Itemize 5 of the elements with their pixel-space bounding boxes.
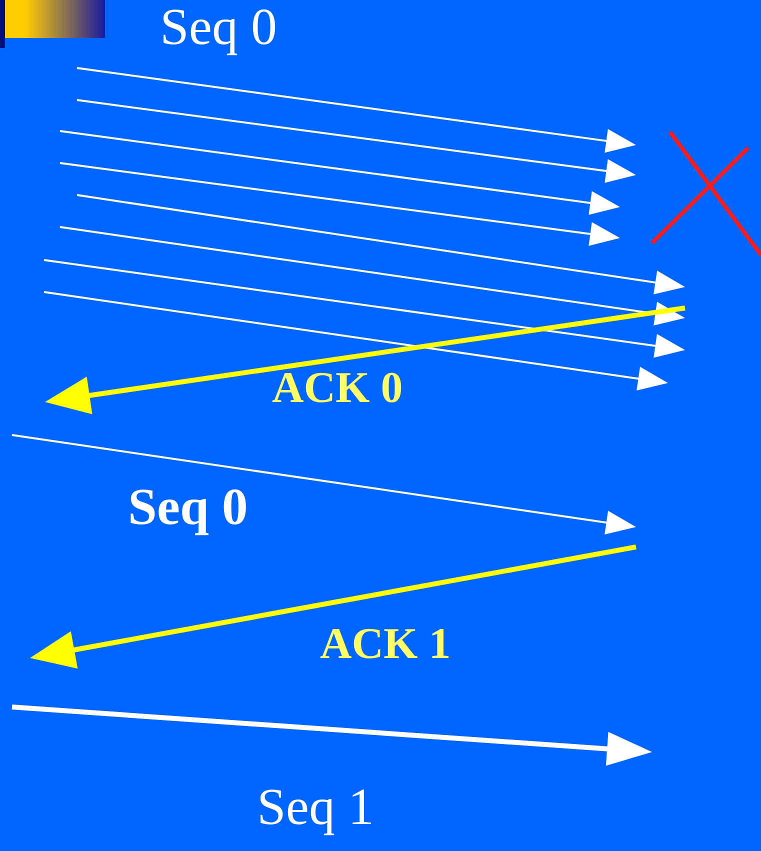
arrow-label: ACK 1 [320, 622, 451, 666]
arrow-label: Seq 1 [257, 782, 374, 834]
arrow-label: Seq 0 [160, 2, 277, 54]
arrow-label: Seq 0 [128, 482, 248, 534]
arrow-label: ACK 0 [272, 366, 403, 410]
